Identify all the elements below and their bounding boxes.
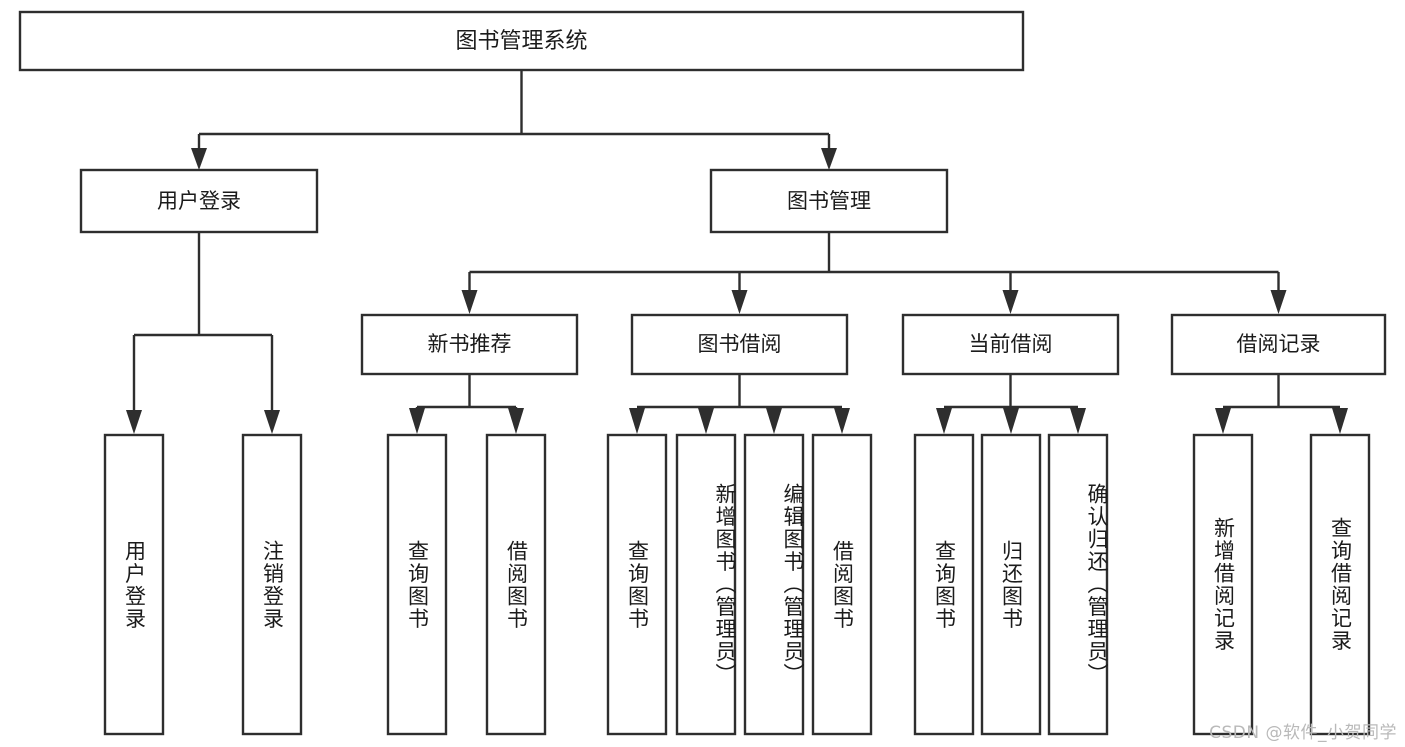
csdn-watermark: CSDN @软件_小贺同学 — [1209, 723, 1397, 743]
connector-group-user-login — [126, 232, 280, 434]
node-leaf-logout-box[interactable] — [241, 433, 303, 736]
arrowhead-leaf-borrow-book-1 — [508, 408, 524, 434]
node-leaf-borrow-book-2-box[interactable] — [811, 433, 873, 736]
connector-group-current-borrow — [936, 374, 1086, 434]
node-new-book-rec-box[interactable] — [360, 313, 579, 376]
node-current-borrow[interactable]: 当前借阅 — [901, 313, 1120, 376]
node-current-borrow-box[interactable] — [901, 313, 1120, 376]
node-new-book-rec[interactable]: 新书推荐 — [360, 313, 579, 376]
node-root[interactable]: 图书管理系统 — [18, 10, 1025, 72]
node-user-login-label: 用户登录 — [157, 189, 241, 213]
node-book-manage-box[interactable] — [709, 168, 949, 234]
arrowhead-leaf-query-book-1 — [409, 408, 425, 434]
node-leaf-add-record-box[interactable] — [1192, 433, 1254, 736]
connector-group-borrow-record — [1215, 374, 1348, 434]
node-user-login-box[interactable] — [79, 168, 319, 234]
node-user-login[interactable]: 用户登录 — [79, 168, 319, 234]
arrowhead-leaf-query-book-2 — [629, 408, 645, 434]
node-book-borrow-box[interactable] — [630, 313, 849, 376]
node-new-book-rec-label: 新书推荐 — [428, 332, 512, 356]
node-leaf-query-book-3-box[interactable] — [913, 433, 975, 736]
node-leaf-borrow-book-1-box[interactable] — [485, 433, 547, 736]
node-leaf-add-book-box[interactable] — [675, 433, 737, 736]
connector-group-root — [191, 70, 837, 170]
node-root-label: 图书管理系统 — [455, 29, 587, 54]
node-root-box[interactable] — [18, 10, 1025, 72]
node-leaf-query-book-2-box[interactable] — [606, 433, 668, 736]
node-leaf-query-book-1-box[interactable] — [386, 433, 448, 736]
node-leaf-query-record-box[interactable] — [1309, 433, 1371, 736]
connector-group-new-book-rec — [409, 374, 524, 434]
node-book-manage-label: 图书管理 — [787, 189, 871, 213]
node-borrow-record[interactable]: 借阅记录 — [1170, 313, 1387, 376]
arrowhead-leaf-logout — [264, 410, 280, 434]
arrowhead-leaf-return-book — [1003, 408, 1019, 434]
node-borrow-record-label: 借阅记录 — [1237, 332, 1321, 356]
arrowhead-leaf-borrow-book-2 — [834, 408, 850, 434]
arrowhead-leaf-query-record — [1332, 408, 1348, 434]
node-leaf-edit-book-box[interactable] — [743, 433, 805, 736]
arrowhead-leaf-query-book-3 — [936, 408, 952, 434]
node-book-borrow[interactable]: 图书借阅 — [630, 313, 849, 376]
node-borrow-record-box[interactable] — [1170, 313, 1387, 376]
node-book-borrow-label: 图书借阅 — [698, 332, 782, 356]
arrowhead-book-manage — [821, 148, 837, 170]
arrowhead-leaf-confirm-return — [1070, 408, 1086, 434]
node-leaf-confirm-return-box[interactable] — [1047, 433, 1109, 736]
node-leaf-user-login-box[interactable] — [103, 433, 165, 736]
arrowhead-leaf-user-login — [126, 410, 142, 434]
arrowhead-leaf-add-record — [1215, 408, 1231, 434]
connector-group-book-borrow — [629, 374, 850, 434]
arrowhead-current-borrow — [1002, 290, 1019, 314]
arrowhead-book-borrow — [731, 290, 748, 314]
arrowhead-borrow-record — [1270, 290, 1287, 314]
arrowhead-user-login — [191, 148, 207, 170]
node-leaf-return-book-box[interactable] — [980, 433, 1042, 736]
connector-group-book-manage — [461, 232, 1287, 314]
node-book-manage[interactable]: 图书管理 — [709, 168, 949, 234]
arrowhead-leaf-add-book — [698, 408, 714, 434]
arrowhead-new-book-rec — [461, 290, 478, 314]
node-current-borrow-label: 当前借阅 — [969, 332, 1053, 356]
arrowhead-leaf-edit-book — [766, 408, 782, 434]
